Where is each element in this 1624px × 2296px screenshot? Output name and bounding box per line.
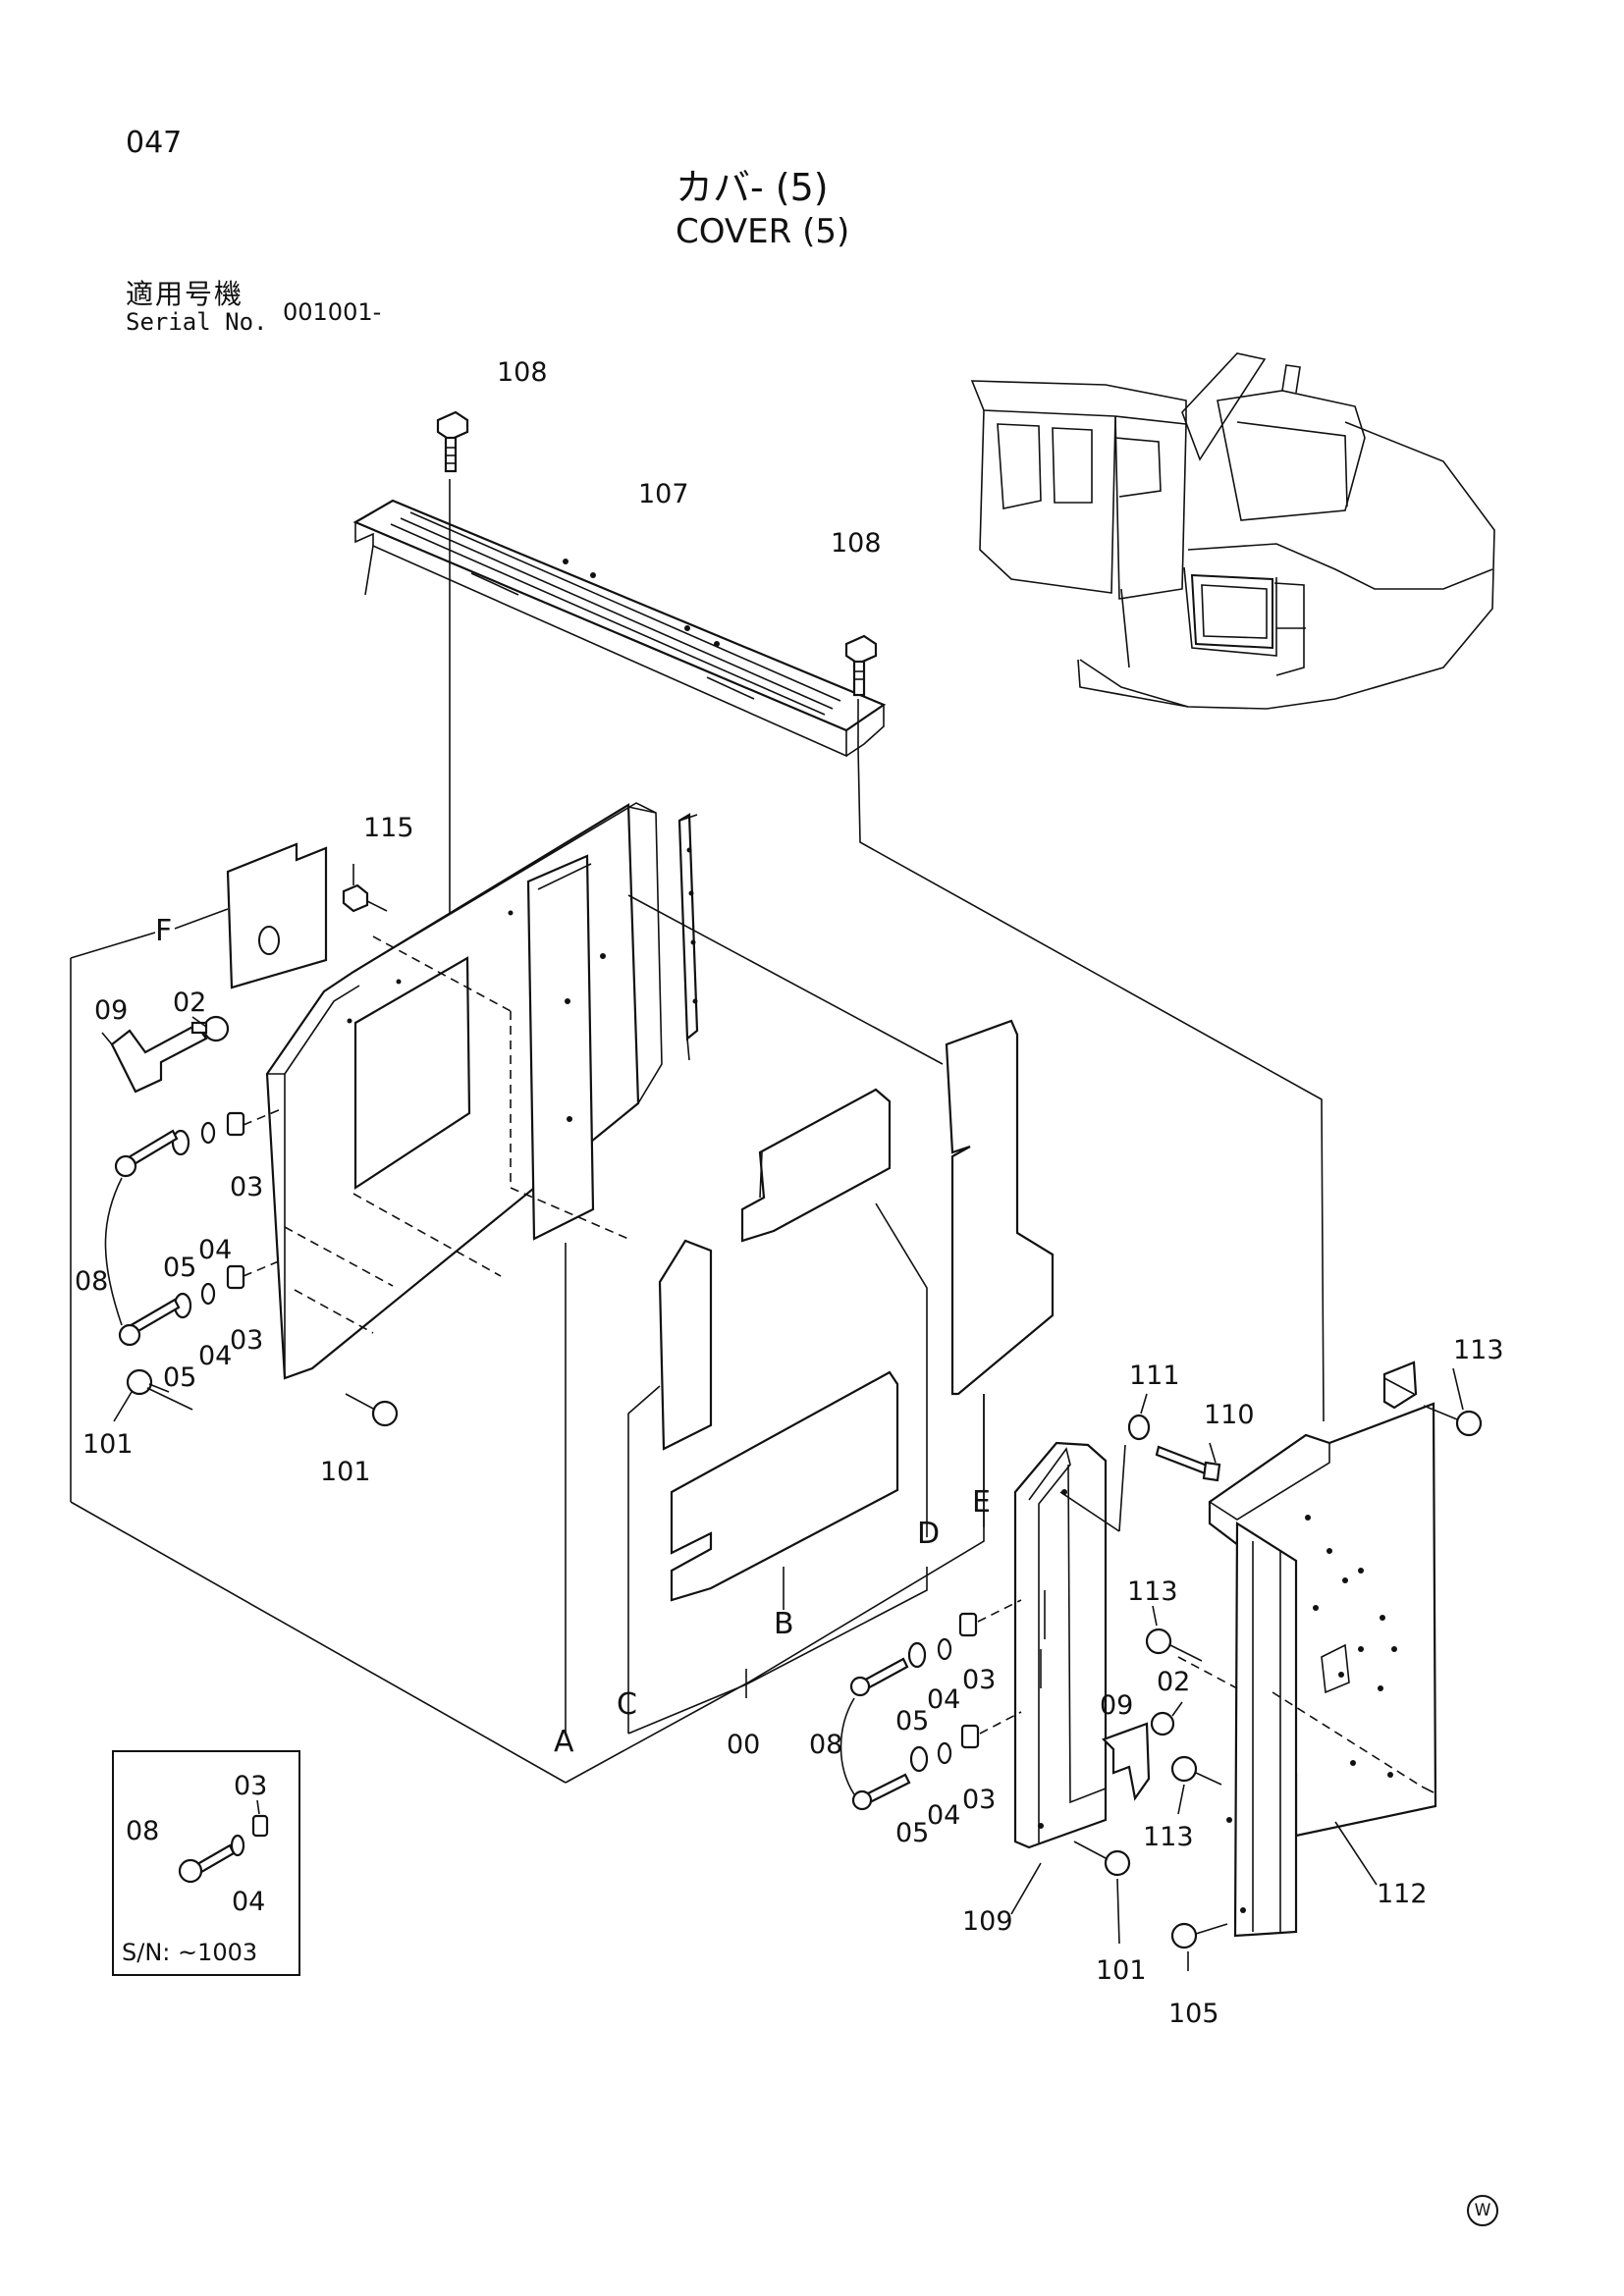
callout-05: 05 [895,1818,929,1848]
callout-101: 101 [82,1429,134,1460]
pad-E [945,1019,1055,1396]
revision-mark: W [1467,2195,1498,2226]
pad-B [670,1370,899,1602]
bolt-101-c [1073,1841,1131,1877]
title-japanese: カバ- (5) [676,166,829,209]
callout-05: 05 [163,1253,196,1283]
pad-F [226,842,328,989]
callout-04: 04 [927,1800,960,1831]
callout-02: 02 [173,988,206,1018]
letter-D: D [917,1517,940,1551]
inset-callout-08: 08 [126,1816,159,1846]
part-107-top-rail [352,499,887,758]
callout-110: 110 [1204,1400,1255,1430]
inset-serial-range: S/N: ~1003 [122,1939,258,1966]
bolt-108-left [436,410,469,473]
callout-05: 05 [163,1362,196,1393]
washer-05-c [907,1641,927,1669]
letter-B: B [774,1607,794,1641]
part-00-main-panel [265,802,699,1380]
callout-02: 02 [1157,1667,1190,1697]
callout-101: 101 [320,1457,371,1487]
washer-111 [1127,1414,1151,1441]
bracket-09-right [1102,1722,1151,1801]
bolt-08-b [118,1298,181,1347]
callout-113: 113 [1127,1576,1178,1607]
callout-08: 08 [809,1730,842,1760]
part-112-right-panel [1208,1361,1437,1938]
bolt-108-right [844,634,878,697]
clip-03-a [226,1111,245,1137]
callout-105: 105 [1168,1999,1219,2029]
part-109-side-post [1013,1441,1108,1849]
machine-overview-illustration [970,352,1495,710]
bolt-08-d [851,1773,911,1811]
nut-02-right [1150,1711,1175,1736]
bolt-110 [1155,1445,1221,1482]
callout-04: 04 [198,1341,232,1371]
callout-04: 04 [927,1684,960,1715]
washer-05-d [909,1745,929,1773]
bracket-09-left [110,1023,208,1094]
title-english: COVER (5) [676,212,850,251]
serial-label-english: Serial No. [126,308,268,336]
washer-04-b [200,1282,216,1306]
callout-112: 112 [1377,1879,1428,1909]
bolt-105 [1170,1922,1228,1949]
clip-03-c [958,1612,978,1637]
callout-101: 101 [1096,1955,1147,1986]
washer-04-c [937,1637,952,1661]
callout-113: 113 [1143,1822,1194,1852]
callout-09: 09 [94,995,128,1026]
clip-03-d [960,1724,980,1749]
washer-04-d [937,1741,952,1765]
callout-111: 111 [1129,1361,1180,1391]
serial-number-value: 001001- [283,298,382,326]
bolt-113-top-right [1423,1405,1483,1437]
callout-05: 05 [895,1706,929,1736]
serial-label-japanese: 適用号機 [126,278,244,310]
washer-04-a [200,1121,216,1145]
letter-A: A [554,1725,574,1759]
callout-03: 03 [230,1325,263,1356]
callout-108: 108 [831,528,882,559]
callout-113: 113 [1453,1335,1504,1365]
inset-hardware-illustration [178,1799,269,1884]
bolt-101-b [345,1393,399,1427]
serial-range-inset-box: S/N: ~1003 [112,1750,300,1976]
bolt-113-lower [1170,1755,1222,1786]
nut-02-left [190,1015,230,1042]
bolt-08-c [849,1657,909,1697]
callout-09: 09 [1100,1690,1133,1721]
inset-callout-04: 04 [232,1887,265,1917]
callout-03: 03 [962,1785,996,1815]
callout-00: 00 [727,1730,760,1760]
pad-C [658,1239,713,1451]
callout-109: 109 [962,1906,1013,1937]
callout-115: 115 [363,813,414,843]
callout-08: 08 [75,1266,108,1297]
bolt-101-a [126,1368,170,1396]
callout-03: 03 [962,1665,996,1695]
clip-03-b [226,1264,245,1290]
letter-C: C [617,1687,637,1722]
callout-107: 107 [638,479,689,509]
bolt-08-a [114,1129,179,1178]
letter-E: E [972,1485,991,1520]
pad-D [740,1088,892,1243]
page-number: 047 [126,126,183,160]
inset-callout-03: 03 [234,1771,267,1801]
bolt-113-middle [1145,1628,1203,1662]
bolt-115 [342,883,388,913]
letter-F: F [155,914,172,948]
callout-03: 03 [230,1172,263,1202]
callout-108: 108 [497,357,548,388]
callout-04: 04 [198,1235,232,1265]
